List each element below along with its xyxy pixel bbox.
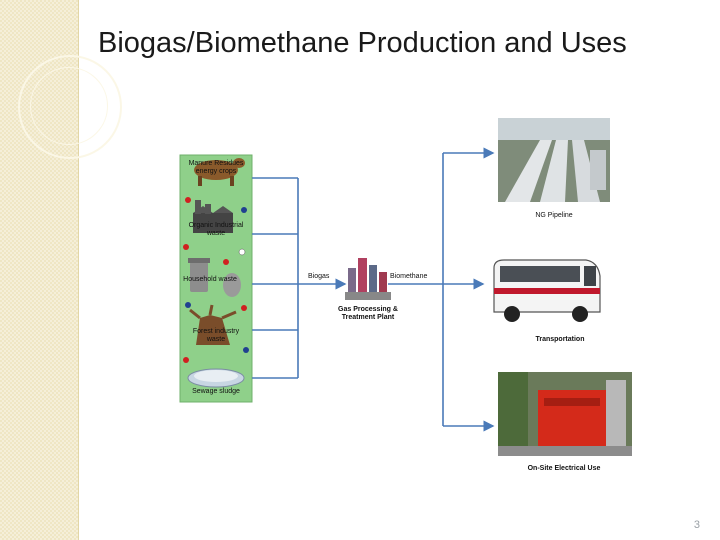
biomethane-label: Biomethane	[390, 273, 428, 280]
bus-icon	[493, 259, 601, 322]
trash-bin-icon	[188, 258, 241, 297]
generator-photo	[498, 372, 632, 456]
decorative-ring-inner	[30, 67, 108, 145]
factory-icon	[193, 200, 233, 233]
tree-stump-icon	[189, 304, 237, 345]
slide-title: Biogas/Biomethane Production and Uses	[98, 27, 627, 59]
plant-label: Gas Processing & Treatment Plant	[338, 306, 398, 322]
sludge-basin-icon	[187, 368, 245, 388]
decor-dots	[183, 197, 249, 363]
pipeline-photo	[498, 118, 610, 202]
source-label-sewage: Sewage sludge	[192, 388, 240, 395]
source-connectors	[252, 177, 299, 379]
decorative-side-band	[0, 0, 122, 540]
source-label-forest: Forest industry waste	[192, 328, 240, 344]
use-label-pipeline: NG Pipeline	[535, 212, 573, 219]
use-connectors	[388, 153, 444, 426]
processing-plant-icon	[345, 258, 391, 300]
use-label-electrical: On-Site Electrical Use	[527, 465, 601, 472]
page-number: 3	[693, 519, 700, 531]
cow-icon	[194, 158, 245, 186]
biogas-label: Biogas	[308, 273, 330, 280]
decorative-ring	[18, 55, 122, 159]
feedstock-panel	[179, 154, 253, 403]
source-label-industrial: Organic Industrial waste	[188, 222, 244, 238]
source-label-manure: Manure Residues energy crops	[188, 160, 244, 176]
source-label-household: Household waste	[183, 276, 237, 283]
use-label-transportation: Transportation	[535, 336, 585, 343]
